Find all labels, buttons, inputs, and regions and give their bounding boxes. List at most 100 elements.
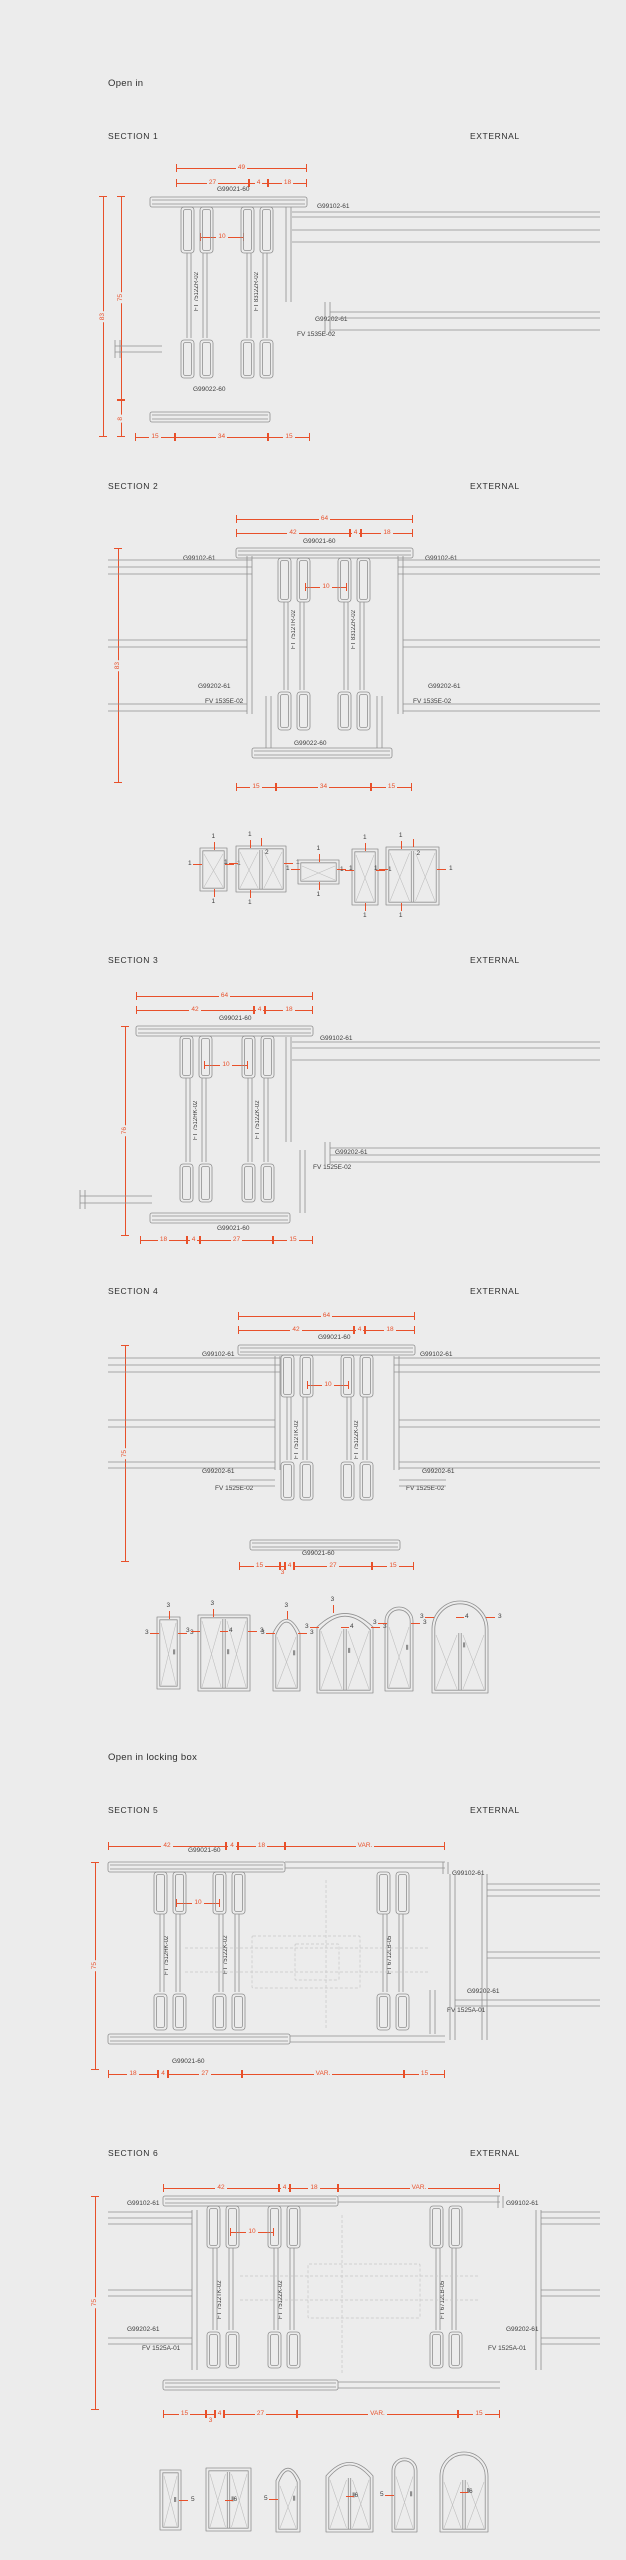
dimension-value: 4 (254, 178, 263, 187)
section-mark: 2 (416, 850, 421, 857)
external-label: EXTERNAL (470, 1286, 520, 1296)
dimension-value: 18 (127, 2069, 139, 2078)
section-cut-tick (248, 1631, 257, 1632)
part-label: G99202-61 (315, 316, 348, 323)
external-label: EXTERNAL (470, 1805, 520, 1815)
dimension-vertical: 83 (99, 196, 107, 437)
dimension-value: 15 (250, 782, 262, 791)
dimension-value: 3 (208, 2417, 213, 2424)
dimension-value: 15 (283, 432, 295, 441)
section-mark: 1 (340, 866, 344, 874)
section-cut-tick (337, 869, 346, 871)
section-mark: 3 (498, 1613, 502, 1620)
section-title: SECTION 3 (108, 955, 159, 965)
section-cut-tick (213, 842, 215, 850)
dimension-value: 27 (199, 2069, 211, 2078)
dimension-value: 15 (149, 432, 161, 441)
dimension-value: 64 (320, 1311, 333, 1320)
section-cut-tick (150, 1633, 159, 1634)
section-mark: 1 (316, 845, 321, 852)
section-mark: 1 (449, 865, 453, 873)
group-heading-open-in-locking-box: Open in locking box (108, 1752, 198, 1763)
section-cut-tick (385, 2495, 394, 2496)
dimension-horizontal: 15 (372, 1562, 414, 1570)
part-label: G99021-60 (217, 1225, 250, 1232)
dimension-value: 15 (387, 1561, 399, 1570)
dimension-value: 10 (192, 1898, 204, 1907)
part-label: G99202-61 (127, 2326, 160, 2333)
section-linework (108, 547, 600, 759)
section-mark: 1 (224, 859, 228, 867)
section-mark: 1 (398, 912, 403, 919)
part-label: G99022-60 (193, 386, 226, 393)
elevation-drawing (316, 1613, 374, 1694)
dimension-value: 15 (253, 1561, 266, 1570)
dimension-horizontal: 34 (276, 783, 371, 791)
part-label: FV 1525A-01 (488, 2345, 527, 2352)
door-double-round-arch: 6 (428, 2438, 506, 2548)
dimension-horizontal: 15 (458, 2410, 500, 2418)
dimension-horizontal: 27 (294, 1562, 372, 1570)
dimension-vertical: 76 (121, 1026, 129, 1236)
section-cut-tick (345, 870, 354, 872)
dimension-horizontal: VAR. (338, 2184, 500, 2192)
section-mark: 2 (265, 849, 269, 856)
part-label: FV 1525E-02 (406, 1485, 445, 1492)
section-cut-tick (400, 841, 402, 849)
part-label: G99102-61 (506, 2200, 539, 2207)
dimension-horizontal: 4 (254, 1006, 265, 1014)
dimension-value: 15 (287, 1235, 299, 1244)
dimension-value: 4 (351, 528, 360, 537)
section-title: SECTION 6 (108, 2148, 159, 2158)
section-mark: 3 (310, 1629, 314, 1636)
section-cut-tick (379, 869, 388, 871)
dimension-horizontal: 10 (176, 1899, 220, 1907)
dimension-horizontal: 27 (224, 2410, 297, 2418)
dimension-horizontal: 18 (365, 1326, 415, 1334)
section-cut-tick (365, 843, 366, 851)
part-label: G99102-61 (202, 1351, 235, 1358)
dimension-horizontal: 15 (273, 1236, 313, 1244)
dimension-value: 42 (189, 1005, 201, 1014)
elevation-drawing (297, 859, 340, 885)
part-label: G99102-61 (127, 2200, 160, 2207)
dimension-horizontal: 42 (136, 1006, 254, 1014)
dimension-value: 42 (290, 1325, 302, 1334)
part-label: G99202-61 (422, 1468, 455, 1475)
section-cut-tick (371, 1627, 380, 1628)
dimension-value: 4 (215, 2409, 224, 2418)
dimension-value: 4 (280, 2183, 289, 2192)
section-mark: 1 (188, 860, 192, 868)
dimension-value: 34 (215, 432, 228, 441)
dimension-value: 34 (317, 782, 330, 791)
part-label: G99202-61 (428, 683, 461, 690)
section-mark: 1 (374, 865, 378, 873)
dimension-value: 27 (254, 2409, 267, 2418)
dimension-value: 15 (418, 2069, 431, 2078)
elevation-drawing (156, 1616, 181, 1690)
section-mark: 4 (465, 1613, 469, 1620)
dimension-value: 64 (218, 991, 231, 1000)
dimension-horizontal: 10 (307, 1381, 349, 1389)
dimension-value: 15 (385, 782, 398, 791)
dimension-value: 42 (215, 2183, 227, 2192)
section-cut-tick (298, 1633, 307, 1634)
section-linework (79, 1025, 600, 1224)
section-linework (108, 1344, 600, 1551)
section-title: SECTION 2 (108, 481, 159, 491)
section-mark: 5 (191, 2496, 195, 2503)
section-mark: 1 (316, 891, 321, 898)
dimension-value: 15 (178, 2409, 191, 2418)
dimension-value: 10 (320, 582, 332, 591)
section-cut-tick (286, 1611, 288, 1619)
dimension-horizontal: 15 (404, 2070, 445, 2078)
part-label: G99021-60 (217, 186, 250, 193)
section-mark: 6 (354, 2492, 359, 2499)
external-label: EXTERNAL (470, 955, 520, 965)
dimension-horizontal: 4 (279, 2184, 290, 2192)
dimension-horizontal: 18 (290, 2184, 338, 2192)
dimension-horizontal: VAR. (285, 1842, 445, 1850)
